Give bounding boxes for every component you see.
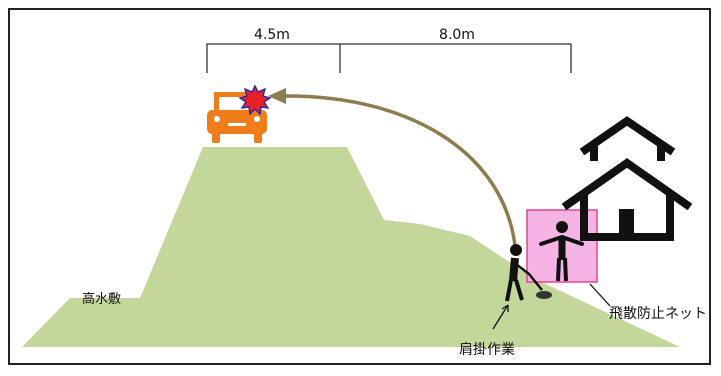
trajectory-arrow	[282, 94, 517, 247]
embankment	[22, 147, 680, 347]
trajectory-arrowhead	[268, 88, 286, 104]
trimmer-worker-icon	[505, 244, 552, 302]
dimension-label-right: 8.0m	[439, 27, 475, 43]
label-pointers	[492, 283, 611, 330]
house-icon	[561, 116, 693, 241]
house-door	[619, 209, 634, 235]
label-high-water-bed: 高水敷	[82, 291, 121, 307]
burst-icon	[238, 84, 272, 116]
label-scatter-net: 飛散防止ネット	[609, 306, 707, 322]
dimension-lines	[206, 43, 572, 73]
dimension-label-left: 4.5m	[254, 27, 290, 43]
person-icon	[539, 221, 584, 282]
label-shoulder-work: 肩掛作業	[459, 342, 515, 358]
